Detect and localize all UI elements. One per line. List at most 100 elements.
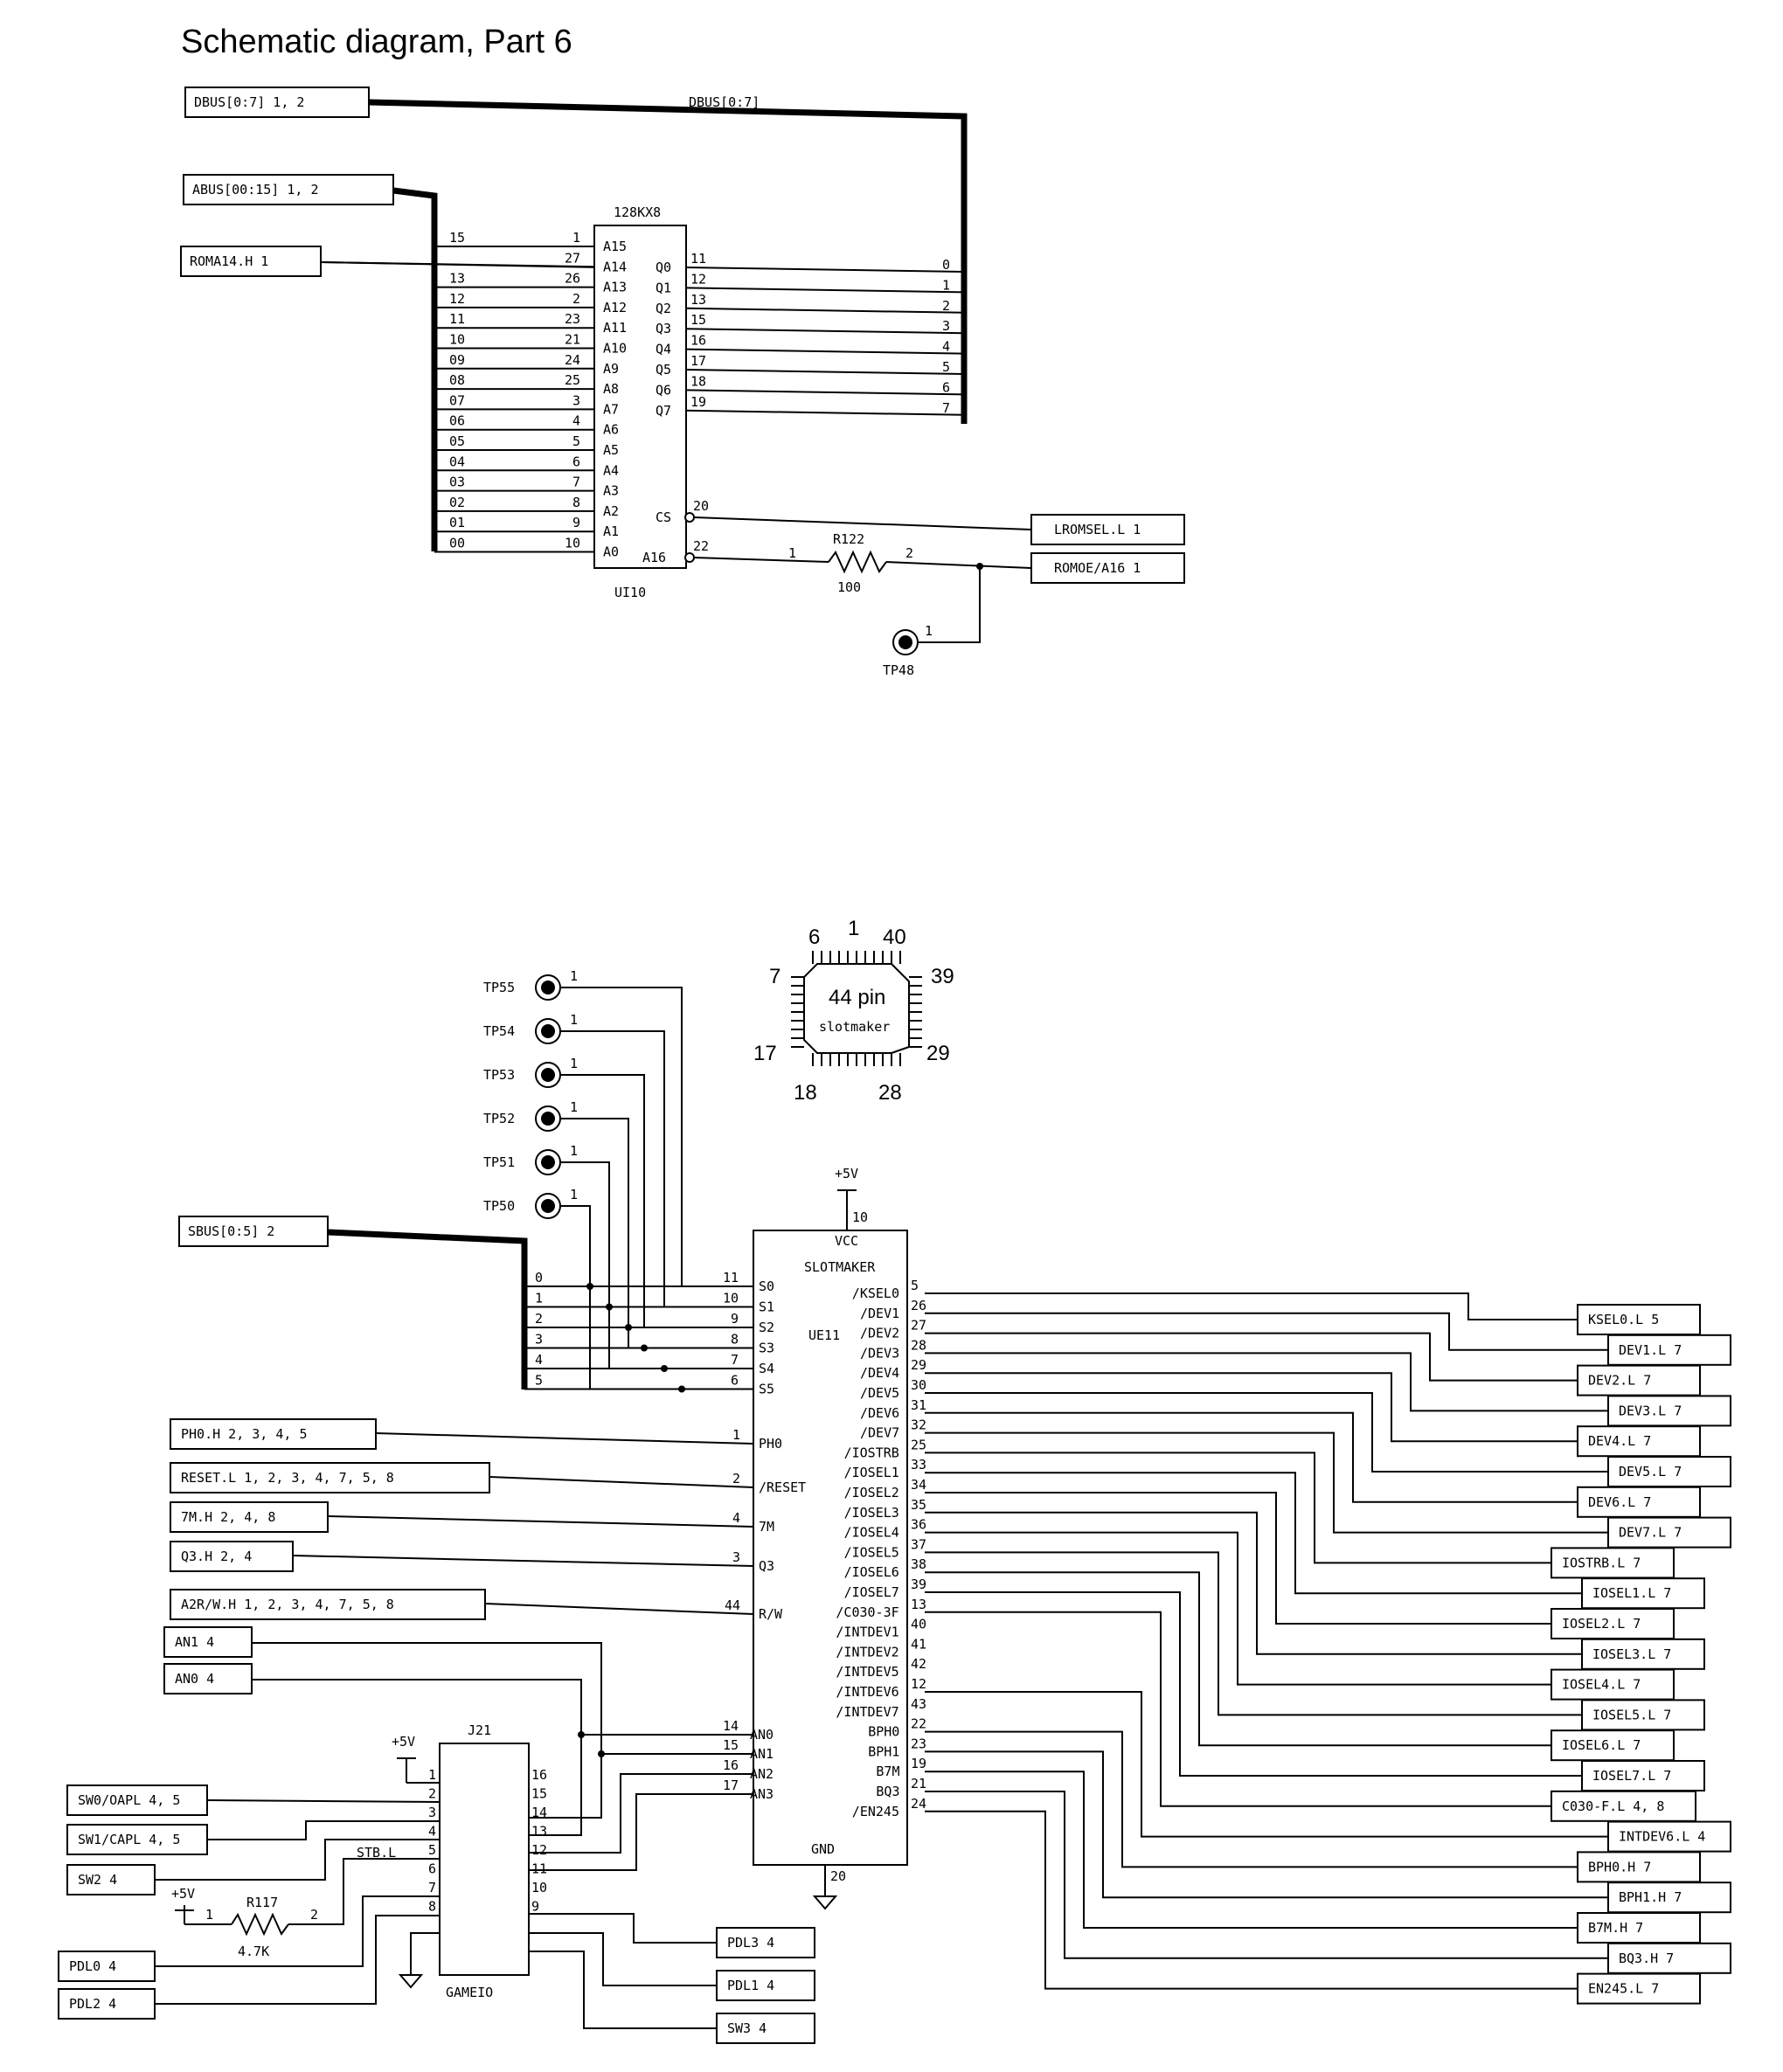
svg-text:IOSEL7.L 7: IOSEL7.L 7 [1592,1768,1671,1784]
j21-right-pin: 12 [531,1842,547,1858]
junction-dot [606,1303,613,1311]
conn-pdl0: PDL0 4 [58,1951,156,1982]
conn-iosel5: IOSEL5.L 7 [1581,1699,1705,1731]
testpoint-pin: 1 [570,1012,578,1028]
svg-text:+5V: +5V [835,1166,858,1182]
sbus-tap-label: 5 [535,1373,543,1389]
output-line [925,1431,1608,1534]
data-line [685,287,965,294]
output-pin-number: 23 [911,1736,926,1751]
j21-right-pin: 16 [531,1767,547,1783]
conn-7m: 7M.H 2, 4, 8 [170,1501,329,1533]
svg-text:100: 100 [837,579,861,595]
output-pin-name: /C030-3F [836,1604,898,1620]
j21-supply: +5V [392,1734,440,1784]
svg-text:AN0 4: AN0 4 [175,1671,214,1687]
conn-rw: A2R/W.H 1, 2, 3, 4, 7, 5, 8 [170,1589,486,1620]
svg-text:BQ3.H 7: BQ3.H 7 [1619,1951,1674,1966]
data-pin-name: Q4 [656,342,671,357]
abus-tap-label: 09 [449,352,465,368]
input-line [292,1555,754,1567]
output-pin-name: /DEV6 [860,1405,899,1421]
roma14-connector: ROMA14.H 1 [180,246,322,277]
junction-dot [661,1365,668,1372]
conn-iosel2: IOSEL2.L 7 [1551,1608,1675,1639]
pdl0-wire [155,1895,440,1967]
output-pin-number: 38 [911,1556,926,1572]
an1-gameio [529,1754,602,1819]
output-pin-number: 21 [911,1776,926,1791]
svg-text:20: 20 [693,498,709,514]
svg-text:1: 1 [205,1907,213,1923]
output-pin-name: /INTDEV6 [836,1684,898,1700]
output-pin-name: /IOSEL2 [844,1485,899,1500]
addr-pin-name: A6 [603,422,619,438]
input-pin-number: 4 [732,1510,740,1526]
s-pin-name: S1 [759,1299,774,1315]
output-line [925,1411,1578,1503]
testpoint-tp48: TP48 1 [883,623,933,678]
svg-text:LROMSEL.L 1: LROMSEL.L 1 [1054,522,1141,537]
j21-right-pin: 15 [531,1786,547,1802]
slotmaker-chip-ue11 [753,1230,908,1866]
conn-sw2: SW2 4 [66,1864,156,1895]
abus-tap-label: 10 [449,332,465,348]
package-pin-number: 28 [878,1081,902,1105]
output-pin-number: 27 [911,1318,926,1334]
conn-an0: AN0 4 [163,1663,253,1694]
conn-sw1: SW1/CAPL 4, 5 [66,1824,208,1855]
svg-text:22: 22 [693,538,709,554]
svg-text:BPH0.H 7: BPH0.H 7 [1588,1859,1651,1875]
output-pin-name: /INTDEV5 [836,1664,898,1680]
testpoint-pin: 1 [570,1187,578,1202]
an1-wire [252,1642,753,1755]
svg-text:SW2 4: SW2 4 [78,1872,117,1888]
output-line [925,1571,1551,1747]
an-pin-name: AN2 [750,1766,774,1782]
svg-text:CS: CS [656,509,671,525]
resistor-r117: +5V 1 R117 4.7K 2 [171,1858,440,1959]
package-pin-number: 18 [794,1081,817,1105]
j21-left-pin: 2 [428,1786,436,1802]
output-pin-name: /INTDEV1 [836,1625,898,1640]
j21-left-pin: 3 [428,1805,436,1820]
output-pin-number: 19 [911,1756,926,1771]
an-pin-number: 15 [723,1737,739,1753]
svg-text:BPH1.H 7: BPH1.H 7 [1619,1889,1682,1905]
data-pin-name: Q3 [656,321,671,336]
conn-pdl3: PDL3 4 [716,1927,815,1958]
addr-pin-number: 8 [572,495,580,510]
conn-bq3: BQ3.H 7 [1607,1942,1731,1974]
j21-left-pin: 8 [428,1899,436,1915]
output-pin-number: 29 [911,1357,926,1373]
abus-tap-label: 11 [449,311,465,327]
s-pin-number: 7 [731,1352,739,1368]
output-pin-number: 31 [911,1397,926,1413]
package-line2: slotmaker [819,1019,890,1035]
conn-iosel7: IOSEL7.L 7 [1581,1760,1705,1791]
svg-text:SW0/OAPL 4, 5: SW0/OAPL 4, 5 [78,1792,180,1808]
package-pin-number: 29 [926,1042,950,1065]
output-pin-name: /DEV1 [860,1306,899,1321]
gameio-name: GAMEIO [446,1985,493,2000]
addr-pin-name: A5 [603,442,619,458]
input-pin-name: /RESET [759,1480,806,1495]
pdl3-wire [529,1913,717,1944]
dbus-label: DBUS[0:7] [689,94,760,110]
svg-text:EN245.L 7: EN245.L 7 [1588,1981,1659,1997]
svg-text:IOSEL5.L 7: IOSEL5.L 7 [1592,1707,1671,1722]
sw2-wire [155,1839,440,1881]
data-pin-number: 13 [690,292,706,308]
s-pin-number: 9 [731,1311,739,1327]
an2-gameio [529,1773,753,1854]
svg-text:IOSEL1.L 7: IOSEL1.L 7 [1592,1585,1671,1601]
output-pin-number: 13 [911,1597,926,1612]
testpoint-pin: 1 [570,1099,578,1115]
conn-bph0: BPH0.H 7 [1577,1851,1701,1883]
input-line [327,1515,754,1528]
